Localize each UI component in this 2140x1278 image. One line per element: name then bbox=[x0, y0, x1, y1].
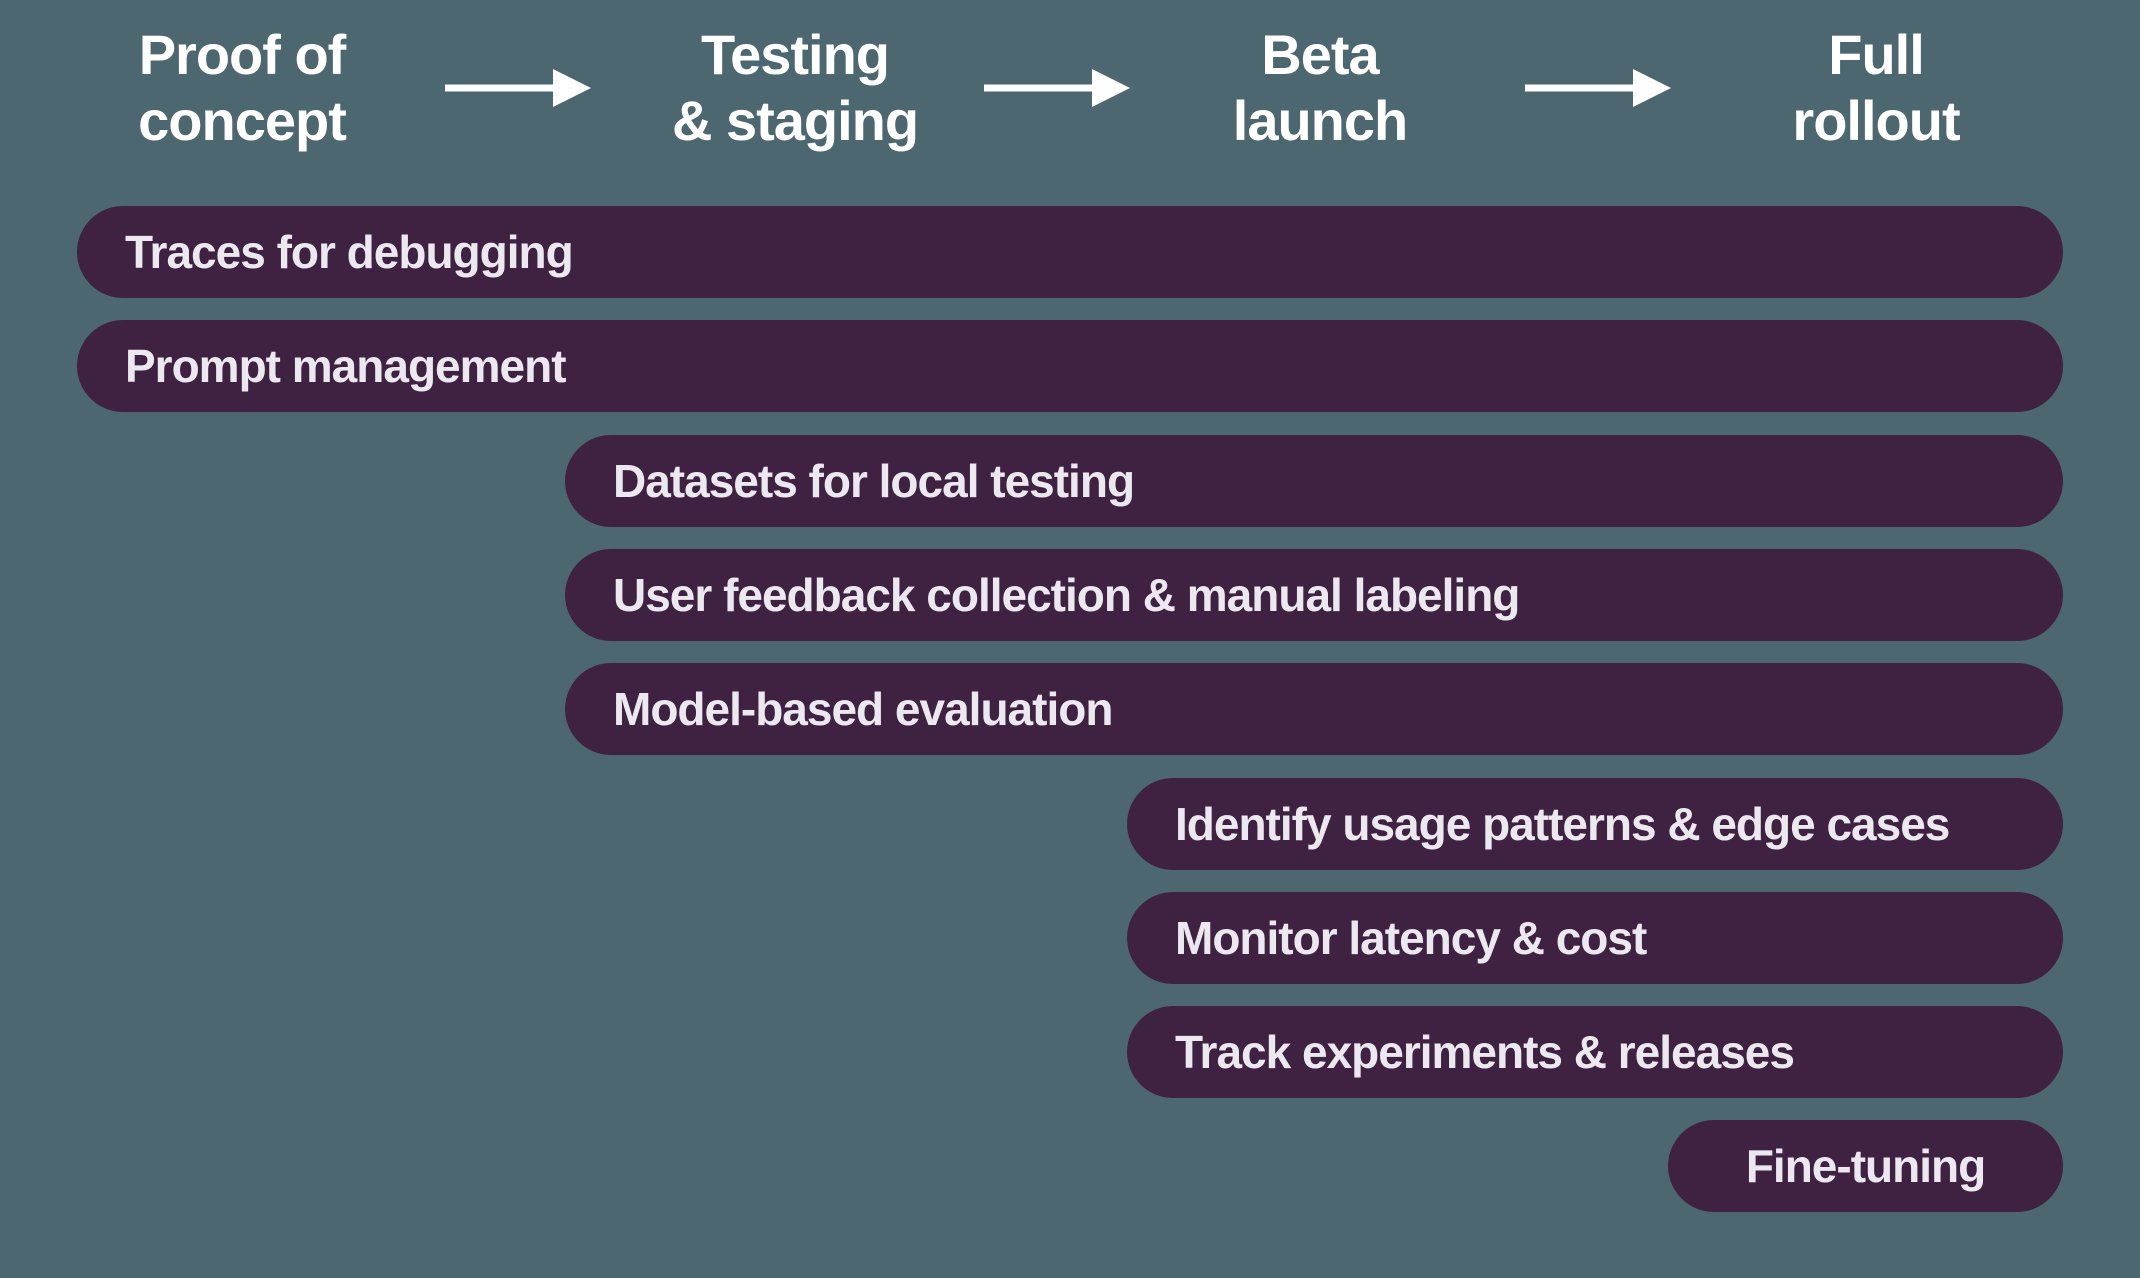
bar-label: Track experiments & releases bbox=[1175, 1026, 1795, 1078]
arrow-right-icon bbox=[445, 69, 591, 107]
stage-label-proof-of-concept: Proof of concept bbox=[62, 22, 422, 154]
arrow-right-icon bbox=[984, 69, 1130, 107]
stage-label-line: Full bbox=[1828, 23, 1925, 86]
bar-label: Model-based evaluation bbox=[613, 683, 1113, 735]
stage-label-line: launch bbox=[1232, 89, 1408, 152]
stage-label-line: Beta bbox=[1261, 23, 1379, 86]
bar-label: Fine-tuning bbox=[1745, 1140, 1986, 1192]
stage-label-line: & staging bbox=[671, 89, 919, 152]
stage-label-line: rollout bbox=[1792, 89, 1960, 152]
bar-user-feedback-collection: User feedback collection & manual labeli… bbox=[565, 549, 2063, 641]
bar-label: User feedback collection & manual labeli… bbox=[613, 569, 1520, 621]
bar-label: Identify usage patterns & edge cases bbox=[1175, 798, 1950, 850]
stage-label-line: concept bbox=[138, 89, 347, 152]
bar-prompt-management: Prompt management bbox=[77, 320, 2063, 412]
arrow-right-icon bbox=[1525, 69, 1671, 107]
bar-label: Traces for debugging bbox=[125, 226, 574, 278]
stage-label-beta-launch: Beta launch bbox=[1140, 22, 1500, 154]
bar-traces-for-debugging: Traces for debugging bbox=[77, 206, 2063, 298]
bar-fine-tuning: Fine-tuning bbox=[1668, 1120, 2063, 1212]
bar-model-based-evaluation: Model-based evaluation bbox=[565, 663, 2063, 755]
bar-label: Datasets for local testing bbox=[613, 455, 1135, 507]
bar-identify-usage-patterns: Identify usage patterns & edge cases bbox=[1127, 778, 2063, 870]
stage-label-line: Testing bbox=[701, 23, 890, 86]
stage-label-line: Proof of bbox=[138, 23, 347, 86]
stage-label-full-rollout: Full rollout bbox=[1696, 22, 2056, 154]
bar-label: Prompt management bbox=[125, 340, 567, 392]
bar-datasets-for-local-testing: Datasets for local testing bbox=[565, 435, 2063, 527]
stage-label-testing-staging: Testing & staging bbox=[615, 22, 975, 154]
bar-monitor-latency-cost: Monitor latency & cost bbox=[1127, 892, 2063, 984]
bar-track-experiments-releases: Track experiments & releases bbox=[1127, 1006, 2063, 1098]
bar-label: Monitor latency & cost bbox=[1175, 912, 1647, 964]
